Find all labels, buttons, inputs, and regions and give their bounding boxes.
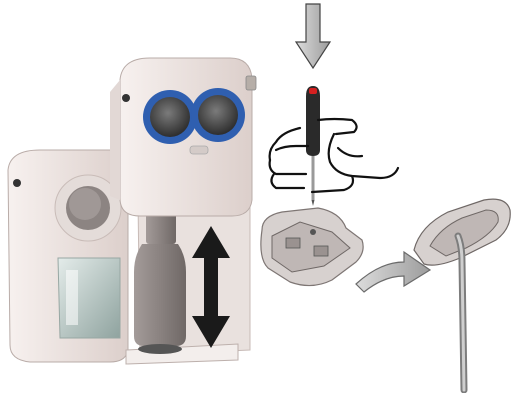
curved-arrow-icon <box>356 252 430 292</box>
mounting-plate <box>261 208 363 286</box>
hand-icon <box>270 119 398 192</box>
right-lens <box>191 88 245 142</box>
left-lens <box>143 90 197 144</box>
mounting-plate-with-hose <box>414 199 510 390</box>
sensor-main-unit <box>110 58 256 364</box>
down-arrow-icon <box>296 4 330 68</box>
